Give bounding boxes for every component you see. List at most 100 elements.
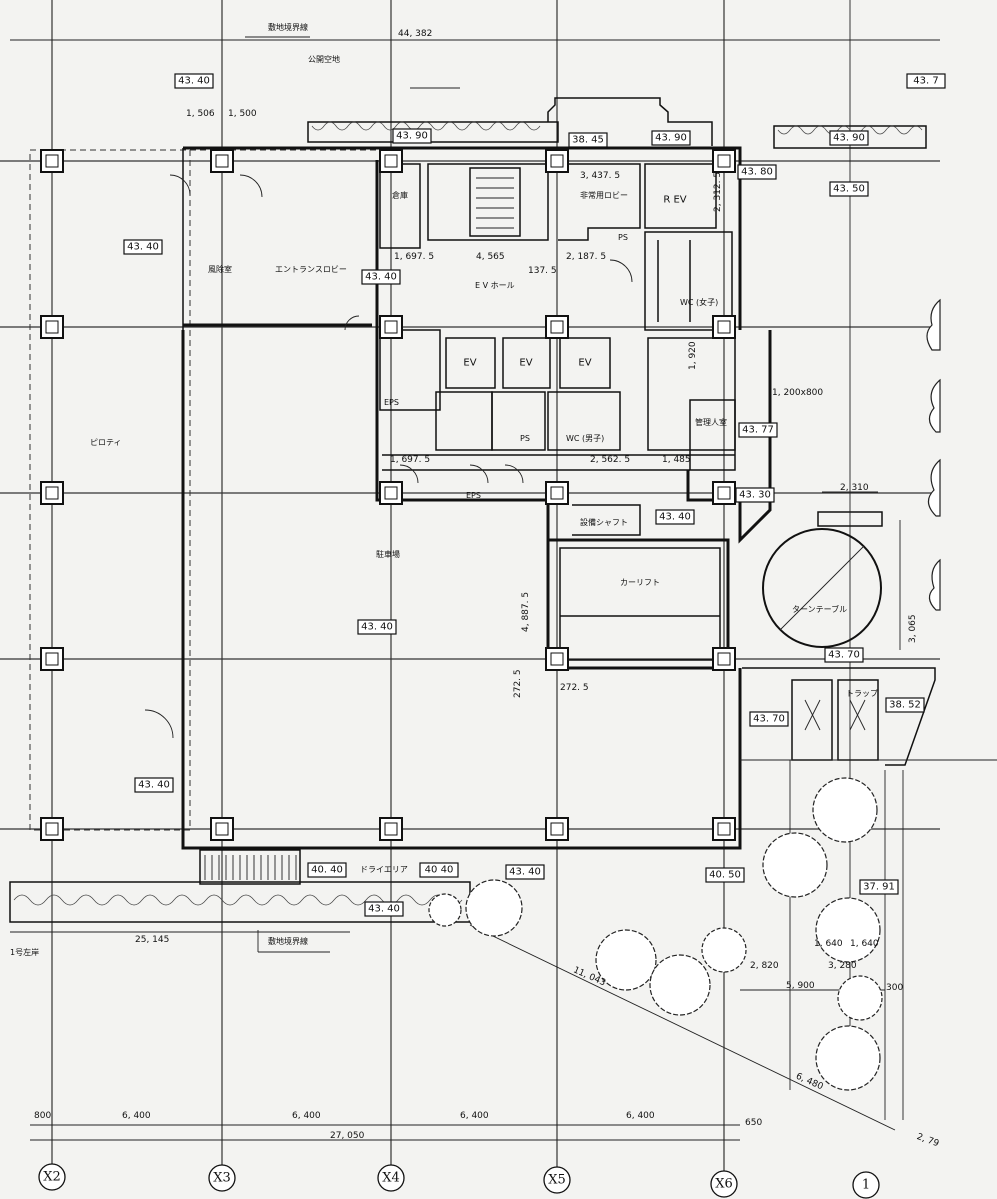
overall-top-dim: 44, 382	[398, 29, 432, 39]
level-marker: 43. 90	[396, 131, 428, 142]
room-label-wc-male: WC (男子)	[566, 434, 604, 443]
level-marker: 40. 50	[709, 870, 741, 881]
room-label-ps: PS	[520, 434, 530, 443]
dimension-label: 4, 565	[476, 252, 505, 262]
level-marker: 38. 52	[889, 700, 921, 711]
dimension-label: 2, 310	[840, 483, 869, 493]
dimension-label: 1, 697. 5	[394, 252, 434, 262]
dimension-labels: 1, 506 1, 500 1, 697. 5 4, 565 137. 5 2,…	[135, 109, 940, 1149]
room-label-turntable: ターンテーブル	[792, 604, 847, 614]
level-marker: 43. 40	[361, 622, 393, 633]
room-label-dry-area: ドライエリア	[360, 865, 408, 874]
dimension-label: 3, 065	[908, 614, 918, 643]
room-label-ps: PS	[618, 233, 628, 242]
room-label-ev: EV	[519, 358, 532, 369]
level-marker: 43. 40	[659, 512, 691, 523]
level-marker: 43. 90	[655, 133, 687, 144]
bottom-dimensions: 800 6, 400 6, 400 6, 400 6, 400 650 27, …	[30, 1111, 762, 1141]
dimension-label: 6, 400	[122, 1111, 151, 1121]
level-marker: 43. 70	[753, 714, 785, 725]
level-marker: 43. 40	[509, 867, 541, 878]
dimension-label: 800	[34, 1111, 51, 1121]
room-label-ev: EV	[463, 358, 476, 369]
room-label-pilotis: ピロティ	[90, 438, 122, 447]
axis-label: 1	[862, 1178, 870, 1193]
room-label-entrance-lobby: エントランスロビー	[275, 265, 347, 274]
dimension-label: 6, 400	[460, 1111, 489, 1121]
level-marker: 43. 7	[913, 76, 938, 87]
service-yard	[740, 667, 997, 1120]
dimension-label: 137. 5	[528, 266, 557, 276]
level-marker: 43. 90	[833, 133, 865, 144]
dimension-label: 2, 562. 5	[590, 455, 630, 465]
room-label-road-left: 1号左岸	[10, 947, 39, 957]
dimension-label: 300	[886, 983, 903, 993]
room-label-storage: 倉庫	[392, 190, 408, 200]
dimension-label: 3, 280	[828, 961, 857, 971]
level-marker: 43. 30	[739, 490, 771, 501]
level-marker: 37. 91	[863, 882, 895, 893]
room-labels: EV EV EV R EV E V ホール エントランスロビー 風除室 ピロティ…	[10, 190, 878, 957]
level-marker: 40. 40	[311, 865, 343, 876]
room-label-ev: EV	[578, 358, 591, 369]
dimension-label: 4, 887. 5	[521, 592, 531, 632]
room-label-rev: R EV	[663, 195, 686, 206]
dimension-label: 25, 145	[135, 935, 169, 945]
road-label: 公開空地	[308, 54, 340, 64]
level-marker: 38. 45	[572, 135, 604, 146]
room-label-emergency-lobby: 非常用ロビー	[580, 190, 628, 200]
dimension-label: 1, 697. 5	[390, 455, 430, 465]
dimension-label: 272. 5	[560, 683, 589, 693]
dimension-label: 5, 900	[786, 981, 815, 991]
dimension-label: 6, 480	[794, 1072, 824, 1093]
top-dimension: 44, 382 敷地境界線 公開空地	[10, 22, 940, 89]
room-label-trap: トラップ	[846, 689, 878, 698]
dimension-label: 650	[745, 1118, 762, 1128]
room-label-eps: EPS	[384, 398, 399, 407]
dimension-label: 27, 050	[330, 1131, 365, 1141]
level-marker: 43. 40	[365, 272, 397, 283]
level-marker: 43. 80	[741, 167, 773, 178]
dimension-label: 2, 79	[915, 1132, 940, 1149]
axis-label: X4	[382, 1171, 400, 1186]
axis-label: X2	[43, 1170, 61, 1185]
axis-label: X6	[715, 1177, 733, 1192]
level-marker: 43. 40	[178, 76, 210, 87]
room-label-car-lift: カーリフト	[620, 578, 660, 587]
dimension-label: 272. 5	[513, 669, 523, 698]
dimension-label: 6, 400	[292, 1111, 321, 1121]
dimension-label: 2, 820	[750, 961, 779, 971]
dimension-label: 2, 312. 5	[713, 172, 723, 212]
level-marker: 43. 77	[742, 425, 774, 436]
axis-bubbles: X2 X3 X4 X5 X6 1	[38, 1163, 880, 1199]
level-marker: 43. 50	[833, 184, 865, 195]
level-marker: 40 40	[425, 865, 454, 876]
dimension-label: 1, 920	[688, 341, 698, 370]
columns	[40, 149, 736, 841]
room-label-wc-female: WC (女子)	[680, 297, 718, 307]
dimension-label: 1, 200x800	[772, 388, 823, 398]
room-label-eps: EPS	[466, 491, 481, 500]
room-label-parking: 駐車場	[376, 549, 400, 559]
dimension-label: 6, 400	[626, 1111, 655, 1121]
room-label-mgmt: 管理人室	[695, 417, 727, 427]
boundary-label-top: 敷地境界線	[268, 22, 308, 32]
room-label-duct: 設備シャフト	[580, 517, 628, 527]
doors	[144, 174, 633, 739]
room-label-ev-hall: E V ホール	[475, 281, 515, 290]
dimension-label: 1, 640	[814, 939, 843, 949]
room-label-boundary: 敷地境界線	[268, 936, 308, 946]
dimension-label: 1, 500	[228, 109, 257, 119]
axis-label: X5	[548, 1173, 566, 1188]
dimension-label: 1, 640	[850, 939, 879, 949]
dimension-label: 2, 187. 5	[566, 252, 606, 262]
dimension-label: 1, 485	[662, 455, 691, 465]
turntable	[762, 491, 901, 650]
level-marker: 43. 70	[828, 650, 860, 661]
level-markers: 43. 40 43. 40 43. 40 43. 40 43. 40 43. 4…	[123, 73, 946, 917]
level-marker: 43. 40	[127, 242, 159, 253]
dimension-label: 1, 506	[186, 109, 215, 119]
axis-label: X3	[213, 1171, 231, 1186]
dimension-label: 3, 437. 5	[580, 171, 620, 181]
